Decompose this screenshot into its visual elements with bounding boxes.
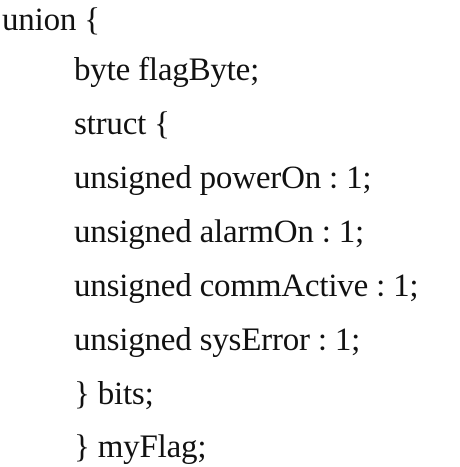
code-line-power-on: unsigned powerOn : 1;: [74, 160, 372, 196]
code-line-flag-byte: byte flagByte;: [74, 52, 260, 88]
code-line-comm-active: unsigned commActive : 1;: [74, 268, 419, 304]
code-line-alarm-on: unsigned alarmOn : 1;: [74, 214, 364, 250]
code-line-sys-error: unsigned sysError : 1;: [74, 322, 361, 358]
code-line-union-close: } myFlag;: [74, 429, 207, 465]
code-line-struct-open: struct {: [74, 106, 170, 142]
code-line-struct-close: } bits;: [74, 376, 154, 412]
code-line-union-open: union {: [2, 2, 100, 38]
